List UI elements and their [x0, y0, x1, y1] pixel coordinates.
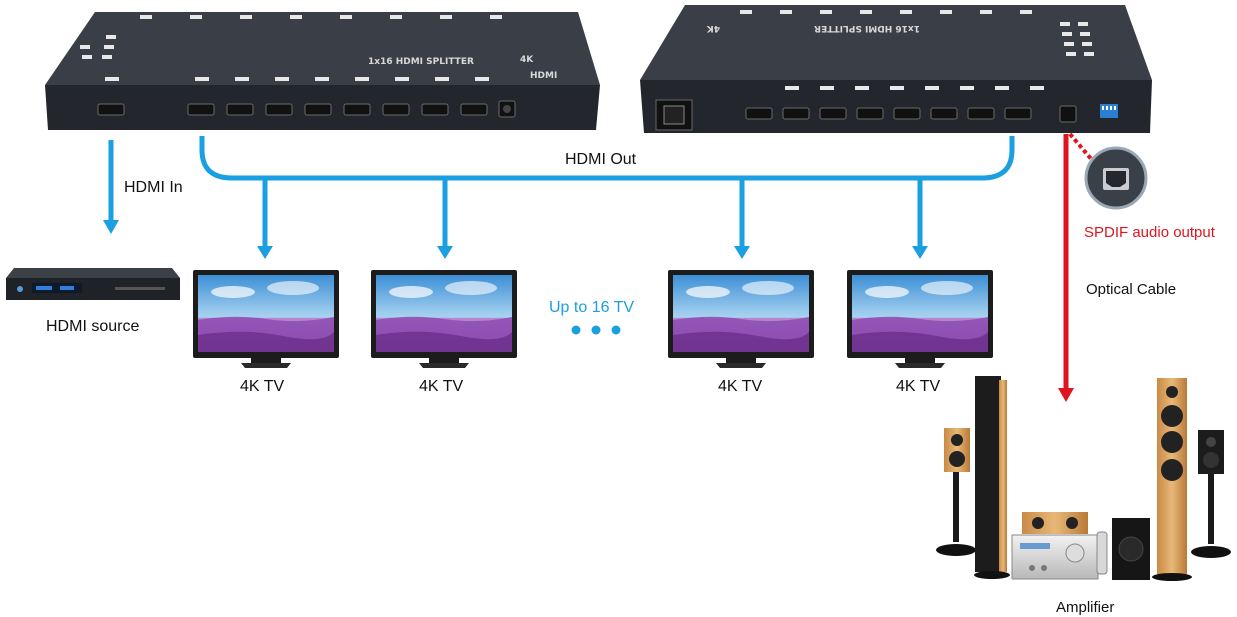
tv-icon — [371, 270, 517, 368]
tv-label: 4K TV — [896, 378, 941, 395]
tv-icon — [847, 270, 993, 368]
tv-icon — [193, 270, 339, 368]
hdmi-out-label: HDMI Out — [565, 151, 637, 168]
tv-label: 4K TV — [240, 378, 285, 395]
hdmi-splitter-rear-icon: 1x16 HDMI SPLITTER 4K — [640, 5, 1152, 133]
rear-badge-text: 4K — [706, 23, 720, 33]
hdmi-out-arrowheads — [257, 246, 928, 259]
optical-cable-arrow — [1058, 132, 1094, 402]
hdmi-source-label: HDMI source — [46, 318, 139, 335]
tv-label: 4K TV — [419, 378, 464, 395]
hdmi-splitter-front-icon: 1x16 HDMI SPLITTER 4K HDMI — [45, 12, 600, 130]
tv-icon — [668, 270, 814, 368]
hdmi-out-bus — [199, 136, 1015, 248]
spdif-output-label: SPDIF audio output — [1084, 224, 1216, 241]
front-model-text: 1x16 HDMI SPLITTER — [368, 57, 474, 67]
blu-ray-player-icon — [6, 268, 180, 300]
front-badge-text: 4K — [520, 55, 534, 65]
rear-model-text: 1x16 HDMI SPLITTER — [814, 23, 920, 33]
hdmi-in-label: HDMI In — [124, 179, 183, 196]
toslink-port-icon — [1084, 146, 1148, 210]
hdmi-in-arrow — [103, 140, 119, 234]
up-to-16-tv-label: Up to 16 TV — [549, 299, 634, 316]
home-theater-speakers-icon — [936, 376, 1231, 581]
front-brand-text: HDMI — [530, 71, 557, 81]
amplifier-label: Amplifier — [1056, 599, 1114, 616]
optical-cable-label: Optical Cable — [1086, 281, 1176, 298]
ellipsis-dots — [571, 325, 621, 335]
tv-label: 4K TV — [718, 378, 763, 395]
